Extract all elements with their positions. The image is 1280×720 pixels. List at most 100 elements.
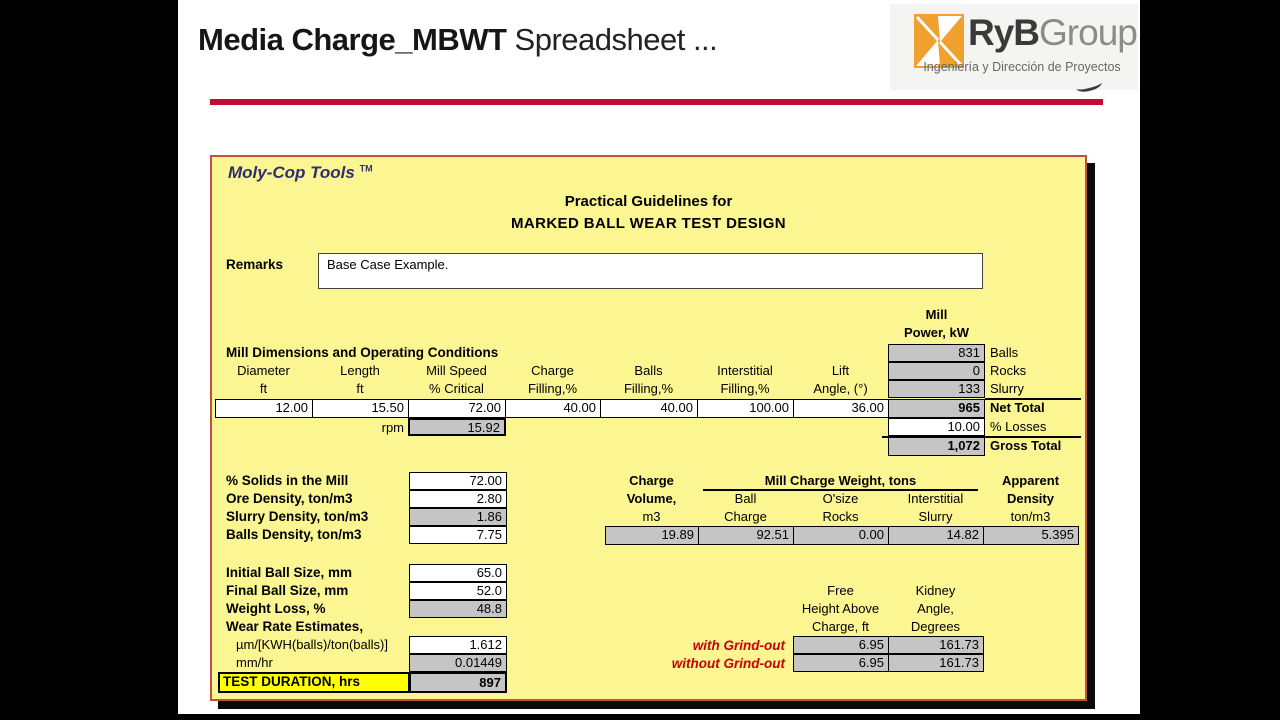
remarks-label: Remarks [226,257,284,272]
slide-title-bold: Media Charge_MBWT [198,22,507,57]
molycop-spreadsheet: Moly-Cop Tools TM Practical Guidelines f… [210,155,1087,701]
dims-section-title: Mill Dimensions and Operating Conditions [226,345,499,360]
cell-length[interactable]: 15.50 [312,399,409,418]
cell-diameter[interactable]: 12.00 [215,399,313,418]
cell-ore-density[interactable]: 2.80 [409,490,507,508]
logo-wordmark: RyBGroup [968,12,1138,54]
ryb-logo: RyBGroup Ingeniería y Dirección de Proye… [890,4,1138,94]
cell-apparent-density: 5.395 [983,526,1079,545]
cell-lift-angle[interactable]: 36.00 [793,399,889,418]
mill-power-header-2: Power, kW [903,325,970,340]
cell-without-grindout-free: 6.95 [793,654,889,672]
cell-with-grindout-kidney: 161.73 [888,636,984,654]
title-underline-rule [210,99,1103,105]
cell-initial-ball[interactable]: 65.0 [409,564,507,582]
interstitial-col-header-2: Slurry [918,509,953,524]
interstitial-col-header-1: Interstitial [907,491,964,506]
cell-interstitial[interactable]: 100.00 [697,399,794,418]
rpm-label: rpm [381,420,404,435]
cell-ball-charge: 92.51 [698,526,794,545]
right-letterbox-bar [1140,0,1280,720]
cell-power-slurry: 133 [888,380,985,398]
swoosh-decoration [1075,77,1103,94]
balls-density-label: Balls Density, ton/m3 [226,527,362,542]
cell-test-duration: 897 [409,672,507,693]
final-ball-label: Final Ball Size, mm [226,583,349,598]
power-label-net-total: Net Total [990,400,1045,415]
cell-weight-loss: 48.8 [409,600,507,618]
mill-charge-weight-underline [703,489,978,491]
col-header-diameter-1: Diameter [237,363,290,378]
slide-title: Media Charge_MBWT Spreadsheet ... [198,22,718,58]
cell-power-balls: 831 [888,344,985,362]
free-height-header-2: Height Above [801,601,880,616]
charge-col-header-2: Volume, [626,491,677,506]
power-label-rocks: Rocks [990,363,1027,378]
ryb-logo-icon [914,14,964,68]
col-header-interstitial-2: Filling,% [720,381,770,396]
kidney-angle-header-1: Kidney [915,583,956,598]
free-height-header-3: Charge, ft [811,619,870,634]
sheet-heading-line1: Practical Guidelines for [564,193,733,210]
logo-tagline: Ingeniería y Dirección de Proyectos [923,60,1121,74]
um-label: µm/[KWH(balls)/ton(balls)] [236,637,388,652]
gross-total-rule [882,436,1081,438]
col-header-balls-2: Filling,% [623,381,674,396]
bottom-letterbox-bar [0,714,1280,720]
col-header-lift-2: Angle, (°) [813,381,868,396]
without-grindout-label: without Grind-out [671,656,785,671]
ore-density-label: Ore Density, ton/m3 [226,491,353,506]
power-label-balls: Balls [990,345,1019,360]
cell-without-grindout-kidney: 161.73 [888,654,984,672]
remarks-input[interactable]: Base Case Example. [318,253,983,289]
slurry-density-label: Slurry Density, ton/m3 [226,509,369,524]
apparent-col-header-2: Density [1007,491,1054,506]
mmhr-label: mm/hr [236,655,273,670]
col-header-length-1: Length [340,363,380,378]
osize-col-header-2: Rocks [822,509,859,524]
col-header-lift-1: Lift [831,363,850,378]
with-grindout-label: with Grind-out [692,638,785,653]
kidney-angle-header-2: Angle, [917,601,954,616]
cell-power-gross-total: 1,072 [888,437,985,456]
cell-um-rate[interactable]: 1.612 [409,636,507,654]
apparent-col-header-1: Apparent [1001,473,1060,488]
free-height-header-1: Free [827,583,854,598]
ball-col-header-2: Charge [724,509,767,524]
cell-balls-fill[interactable]: 40.00 [600,399,698,418]
cell-power-rocks: 0 [888,362,985,380]
cell-power-losses[interactable]: 10.00 [888,418,985,436]
slide-title-rest: Spreadsheet ... [506,22,718,57]
power-label-losses: % Losses [990,419,1047,434]
cell-osize-rocks: 0.00 [793,526,889,545]
col-header-charge-2: Filling,% [527,381,578,396]
cell-with-grindout-free: 6.95 [793,636,889,654]
apparent-col-header-3: ton/m3 [1010,509,1051,524]
mill-charge-weight-title: Mill Charge Weight, tons [764,473,917,488]
col-header-length-2: ft [356,381,364,396]
sheet-heading-line2: MARKED BALL WEAR TEST DESIGN [510,215,787,232]
cell-balls-density[interactable]: 7.75 [409,526,507,544]
cell-charge-fill[interactable]: 40.00 [505,399,601,418]
cell-charge-volume: 19.89 [605,526,699,545]
power-label-slurry: Slurry [990,381,1024,396]
wear-rate-label: Wear Rate Estimates, [226,619,364,634]
cell-millspeed[interactable]: 72.00 [408,399,506,418]
logo-group: Group [1039,12,1138,53]
cell-final-ball[interactable]: 52.0 [409,582,507,600]
cell-mmhr-rate: 0.01449 [409,654,507,672]
cell-slurry-density: 1.86 [409,508,507,526]
charge-col-header-1: Charge [629,473,674,488]
left-letterbox-bar [0,0,178,720]
col-header-charge-1: Charge [531,363,574,378]
cell-interstitial-slurry: 14.82 [888,526,984,545]
initial-ball-label: Initial Ball Size, mm [226,565,353,580]
net-total-rule [985,398,1081,400]
cell-rpm: 15.92 [408,418,506,436]
power-label-gross-total: Gross Total [990,438,1062,453]
brand-text: Moly-Cop Tools TM [228,163,373,182]
col-header-millspeed-2: % Critical [429,381,484,396]
ball-col-header-1: Ball [734,491,757,506]
cell-solids[interactable]: 72.00 [409,472,507,490]
